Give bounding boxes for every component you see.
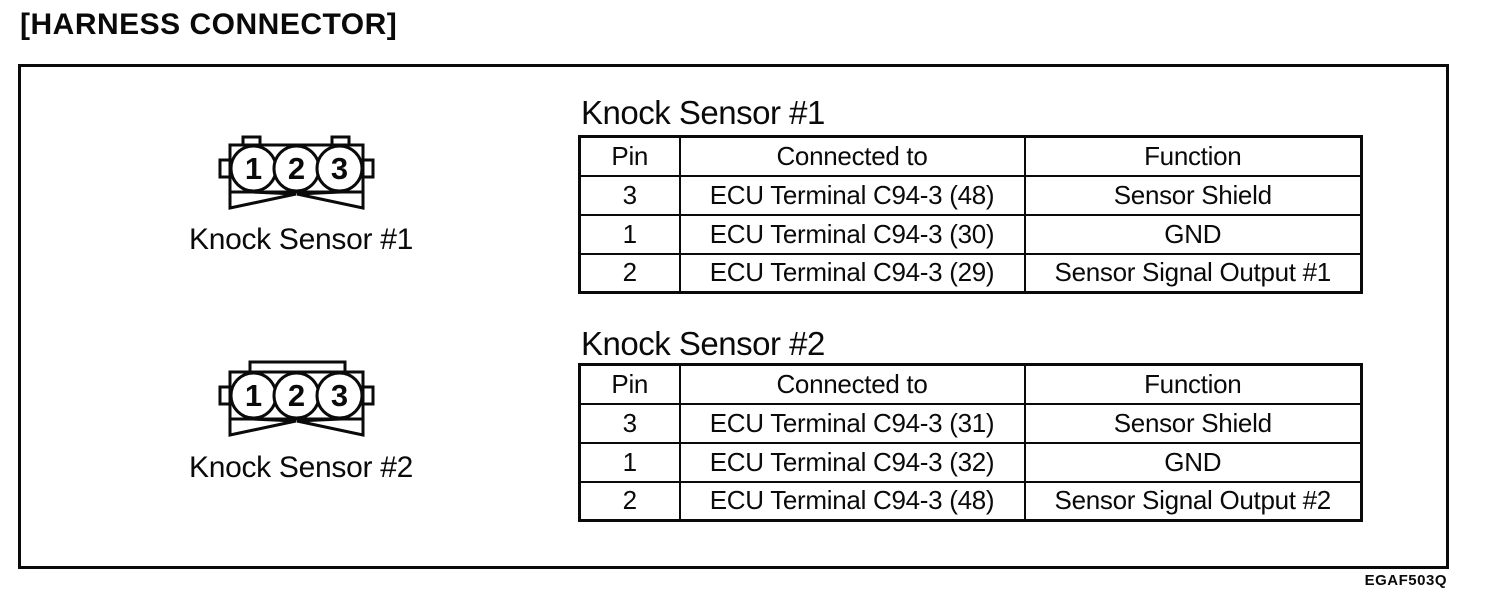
pin-number-2: 2 — [288, 151, 305, 186]
table-cell: ECU Terminal C94-3 (29) — [678, 252, 1026, 294]
section-heading-knock-sensor-1: Knock Sensor #1 — [581, 94, 825, 131]
table-cell: ECU Terminal C94-3 (48) — [678, 480, 1026, 522]
table-cell: GND — [1023, 441, 1363, 483]
header-cell: Function — [1023, 363, 1363, 405]
table-cell: ECU Terminal C94-3 (48) — [678, 174, 1026, 216]
table-cell: 3 — [578, 402, 681, 444]
table-cell: 2 — [578, 480, 681, 522]
three-pin-connector-icon: 1 2 3 — [218, 135, 375, 210]
table-cell: ECU Terminal C94-3 (30) — [678, 213, 1026, 255]
three-pin-connector-icon: 1 2 3 — [218, 360, 375, 437]
table-cell: 1 — [578, 441, 681, 483]
table-cell: Sensor Shield — [1023, 402, 1363, 444]
table-cell: GND — [1023, 213, 1363, 255]
header-cell: Connected to — [678, 135, 1026, 177]
table-cell: 2 — [578, 252, 681, 294]
document-code: EGAF503Q — [1364, 572, 1447, 589]
pin-number-1: 1 — [245, 378, 262, 413]
table-cell: Sensor Signal Output #1 — [1023, 252, 1363, 294]
pin-number-3: 3 — [331, 378, 348, 413]
section-heading-knock-sensor-2: Knock Sensor #2 — [581, 325, 825, 362]
table-cell: ECU Terminal C94-3 (31) — [678, 402, 1026, 444]
table-cell: 1 — [578, 213, 681, 255]
header-cell: Pin — [578, 363, 681, 405]
pin-number-2: 2 — [288, 378, 305, 413]
header-cell: Connected to — [678, 363, 1026, 405]
connector-diagram-knock-sensor-2: 1 2 3 — [210, 356, 380, 443]
connector-diagram-knock-sensor-1: 1 2 3 — [210, 134, 380, 216]
pin-number-1: 1 — [245, 151, 262, 186]
pin-number-3: 3 — [331, 151, 348, 186]
connector-label-knock-sensor-2: Knock Sensor #2 — [189, 451, 413, 484]
table-cell: ECU Terminal C94-3 (32) — [678, 441, 1026, 483]
table-cell: 3 — [578, 174, 681, 216]
header-cell: Pin — [578, 135, 681, 177]
header-cell: Function — [1023, 135, 1363, 177]
table-cell: Sensor Shield — [1023, 174, 1363, 216]
table-cell: Sensor Signal Output #2 — [1023, 480, 1363, 522]
page-title: [HARNESS CONNECTOR] — [20, 8, 398, 41]
connector-label-knock-sensor-1: Knock Sensor #1 — [189, 223, 413, 256]
content-frame: 1 2 3 Knock Sensor #1 — [18, 64, 1449, 569]
